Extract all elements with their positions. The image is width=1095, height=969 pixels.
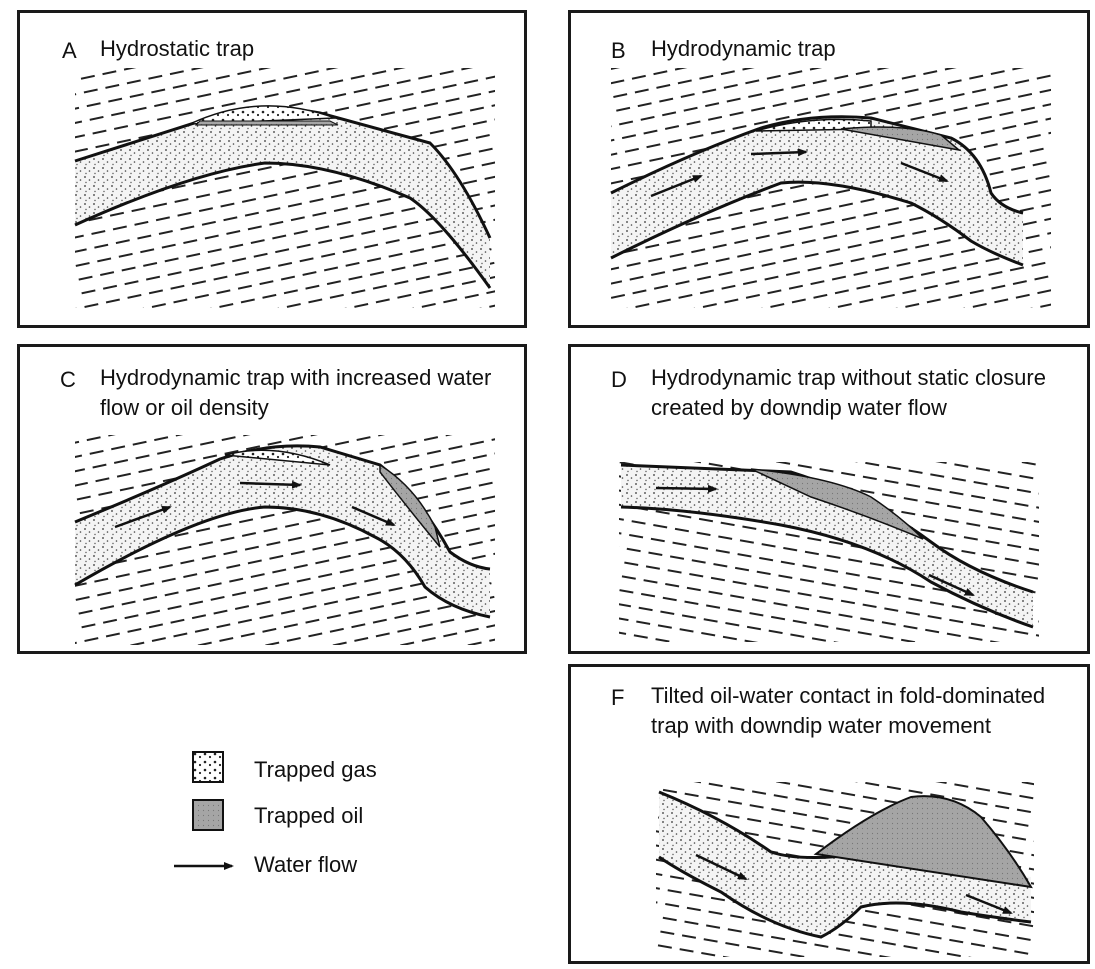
top-seal-line: [658, 790, 862, 860]
base-line: [74, 161, 492, 289]
trapped-gas-swatch: [192, 751, 224, 783]
panel-title: Hydrodynamic trap: [651, 36, 836, 61]
water-flow-arrow: [928, 573, 975, 597]
trapped-gas: [189, 105, 336, 125]
panel-letter: A: [62, 38, 77, 63]
water-flow-arrow: [695, 853, 748, 881]
legend-label-oil: Trapped oil: [254, 803, 364, 828]
panel-title: Hydrodynamic trap without static closure…: [651, 365, 1046, 420]
panel-title: Hydrodynamic trap with increased water f…: [100, 365, 492, 420]
trapped-oil: [379, 463, 441, 548]
panel-letter: F: [611, 685, 625, 710]
base-line: [620, 505, 1034, 629]
trapped-oil: [813, 795, 1033, 889]
reservoir-sand: [75, 109, 490, 288]
reservoir-sand: [75, 445, 490, 617]
legend-label-gas: Trapped gas: [254, 757, 377, 782]
trapped-oil-swatch: [192, 799, 224, 831]
water-flow-arrow: [655, 484, 718, 493]
top-seal-line: [610, 115, 1024, 215]
water-flow-arrow: [351, 505, 396, 527]
trapped-oil: [840, 126, 962, 152]
panel-letter: C: [60, 367, 76, 392]
water-flow-arrow-swatch: [174, 862, 234, 870]
trapped-gas: [224, 449, 331, 466]
reservoir-sand: [659, 792, 1031, 937]
reservoir-sand: [621, 465, 1033, 627]
panel-title: Tilted oil-water contact in fold-dominat…: [651, 683, 1046, 738]
water-flow-arrow: [239, 480, 302, 489]
water-flow-arrow: [114, 505, 172, 529]
cross-section-a: [74, 68, 495, 308]
trapped-oil: [750, 468, 924, 540]
trapped-gas: [755, 118, 872, 132]
water-flow-arrow: [650, 174, 703, 198]
panel-f: F Tilted oil-water contact in fold-domin…: [568, 664, 1090, 964]
base-line: [658, 855, 1032, 939]
panel-letter: D: [611, 367, 627, 392]
trapped-oil: [194, 120, 339, 126]
cross-section-d: [619, 462, 1039, 642]
base-line: [610, 180, 1024, 267]
reservoir-sand: [611, 116, 1023, 265]
cross-section-b: [610, 68, 1051, 308]
panel-b: B Hydrodynamic trap: [568, 10, 1090, 328]
panel-letter: B: [611, 38, 626, 63]
cross-section-f: [656, 782, 1034, 957]
cross-section-c: [74, 435, 495, 645]
legend-label-flow: Water flow: [254, 852, 358, 877]
water-flow-arrow: [965, 893, 1013, 915]
base-line: [74, 505, 491, 619]
panel-a: A Hydrostatic trap: [17, 10, 527, 328]
panel-d: D Hydrodynamic trap without static closu…: [568, 344, 1090, 654]
water-flow-arrow: [900, 161, 949, 183]
water-flow-arrow: [750, 148, 808, 157]
panel-c: C Hydrodynamic trap with increased water…: [17, 344, 527, 654]
top-seal-line: [74, 444, 491, 571]
panel-title: Hydrostatic trap: [100, 36, 255, 61]
